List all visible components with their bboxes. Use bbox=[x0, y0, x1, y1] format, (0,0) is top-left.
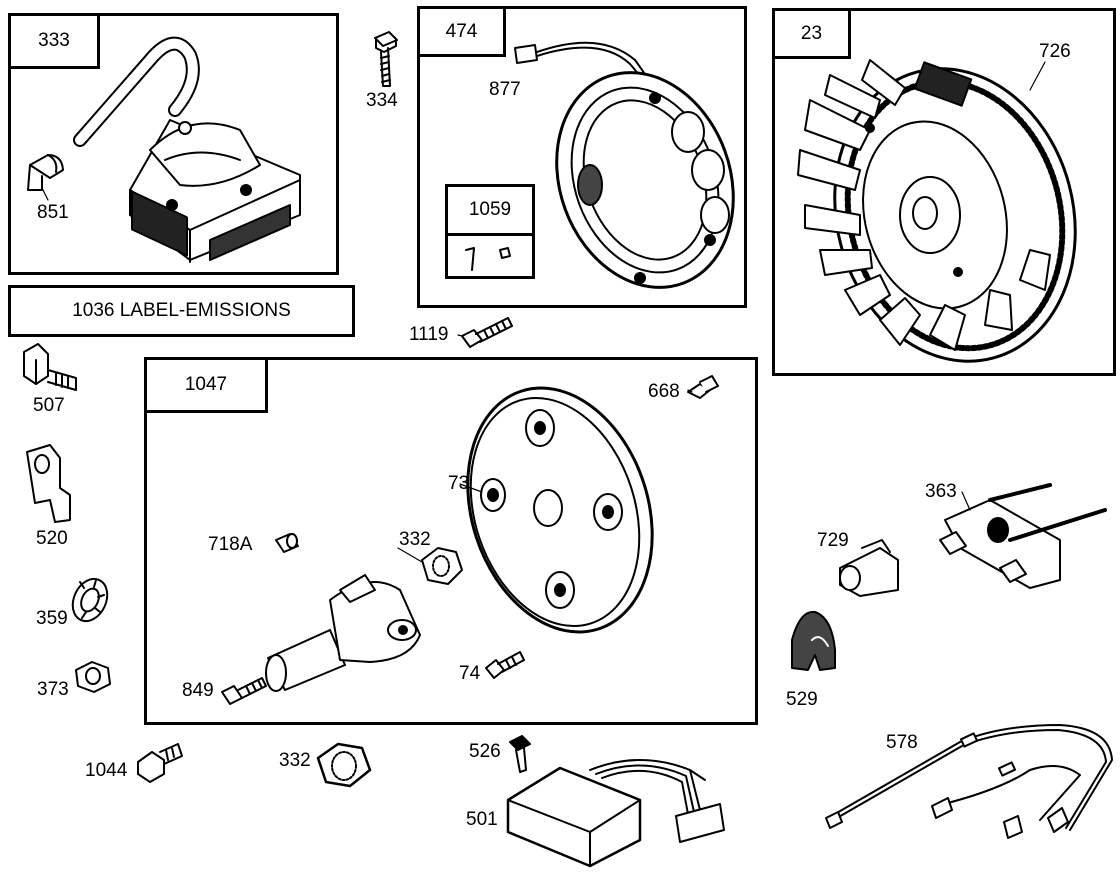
callout-373: 373 bbox=[37, 679, 69, 700]
nut-332-lower-drawing bbox=[316, 742, 372, 788]
callout-501: 501 bbox=[466, 809, 498, 830]
callout-526: 526 bbox=[469, 741, 501, 762]
callout-529: 529 bbox=[786, 689, 818, 710]
callout-1044: 1044 bbox=[85, 760, 128, 781]
callout-1119: 1119 bbox=[409, 324, 449, 345]
bolt-334-drawing bbox=[374, 31, 398, 87]
bracket-363-drawing bbox=[939, 483, 1107, 589]
callout-729: 729 bbox=[817, 530, 849, 551]
cover-plate-73-drawing bbox=[466, 386, 654, 634]
callout-507: 507 bbox=[33, 395, 65, 416]
screw-kit-1059-drawing bbox=[465, 247, 511, 271]
callout-718A: 718A bbox=[208, 534, 253, 555]
bolt-1044-drawing bbox=[137, 743, 183, 783]
wire-harness-578-drawing bbox=[825, 724, 1113, 839]
callout-520: 520 bbox=[36, 528, 68, 549]
callout-726: 726 bbox=[1039, 41, 1071, 62]
emissions-label-box: 1036 LABEL-EMISSIONS bbox=[8, 285, 355, 337]
terminal-507-drawing bbox=[23, 343, 77, 391]
nut-373-drawing bbox=[75, 661, 111, 693]
callout-332-upper: 332 bbox=[399, 529, 431, 550]
rotor-shaft-drawing bbox=[265, 574, 421, 692]
kit-333-tag: 333 bbox=[8, 13, 100, 69]
callout-849: 849 bbox=[182, 680, 214, 701]
regulator-501-drawing bbox=[506, 759, 725, 868]
callout-668: 668 bbox=[648, 381, 680, 402]
callout-332-lower: 332 bbox=[279, 750, 311, 771]
callout-74: 74 bbox=[459, 663, 481, 684]
kit-474-tag: 474 bbox=[417, 6, 506, 57]
pin-718A-drawing bbox=[275, 533, 299, 553]
screw-849-drawing bbox=[221, 677, 267, 705]
callout-578: 578 bbox=[886, 732, 918, 753]
kit-23-frame bbox=[772, 8, 1116, 376]
screw-526-drawing bbox=[509, 735, 531, 773]
callout-73: 73 bbox=[448, 473, 470, 494]
flywheel-drawing bbox=[797, 59, 1077, 363]
screw-668-drawing bbox=[687, 375, 719, 399]
spark-plug-boot-drawing bbox=[27, 154, 64, 191]
leader-lines bbox=[41, 61, 1046, 563]
bolt-1119-drawing bbox=[461, 317, 513, 348]
kit-1047-tag: 1047 bbox=[144, 357, 268, 413]
callout-851: 851 bbox=[37, 202, 69, 223]
bracket-520-drawing bbox=[26, 444, 71, 523]
alternator-stator-drawing bbox=[514, 41, 735, 289]
ignition-coil-drawing bbox=[73, 36, 301, 263]
lockwasher-359-drawing bbox=[71, 577, 109, 623]
callout-334: 334 bbox=[366, 90, 398, 111]
kit-333-frame bbox=[8, 13, 339, 275]
screw-74-drawing bbox=[485, 651, 525, 679]
grommet-529-drawing bbox=[791, 610, 836, 671]
kit-1059-tag: 1059 bbox=[445, 184, 535, 236]
kit-474-frame bbox=[417, 6, 747, 308]
callout-363: 363 bbox=[925, 481, 957, 502]
callout-877: 877 bbox=[489, 79, 521, 100]
callout-359: 359 bbox=[36, 608, 68, 629]
nut-332-upper-drawing bbox=[421, 547, 463, 585]
kit-23-tag: 23 bbox=[772, 8, 851, 59]
clip-729-drawing bbox=[839, 539, 899, 597]
kit-1047-frame bbox=[144, 357, 758, 725]
